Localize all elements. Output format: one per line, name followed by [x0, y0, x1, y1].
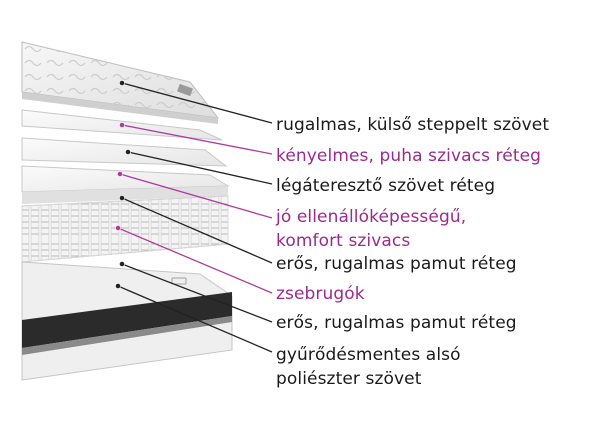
- breathable-fabric-layer: [21, 137, 228, 167]
- leader-dot-6: [115, 225, 121, 231]
- leader-dot-5: [119, 195, 125, 201]
- layer-label-5: erős, rugalmas pamut réteg: [276, 254, 517, 274]
- layer-label-1: rugalmas, külső steppelt szövet: [276, 115, 550, 135]
- layer-label-6: zsebrugók: [276, 284, 365, 304]
- layer-label-2: kényelmes, puha szivacs réteg: [276, 146, 542, 166]
- leader-line-5: [121, 197, 273, 264]
- layer-label-4-line-2: komfort szivacs: [276, 231, 411, 251]
- leader-line-1: [121, 82, 273, 124]
- leader-dot-7: [119, 261, 125, 267]
- quilted-cover-layer: [21, 41, 220, 124]
- leader-dot-2: [119, 122, 125, 128]
- leader-line-8: [117, 285, 273, 353]
- leader-line-6: [117, 227, 273, 294]
- layer-label-7: erős, rugalmas pamut réteg: [276, 313, 517, 333]
- leader-dot-4: [117, 171, 123, 177]
- layer-label-3: légáteresztő szövet réteg: [276, 176, 496, 196]
- leader-dot-1: [119, 80, 125, 86]
- leader-dot-8: [115, 283, 121, 289]
- leader-dot-3: [125, 149, 131, 155]
- layer-label-8-line-1: gyűrődésmentes alsó: [276, 345, 461, 365]
- leader-line-7: [121, 263, 273, 323]
- leader-line-4: [119, 173, 273, 219]
- layer-label-4-line-1: jó ellenállóképességű,: [276, 207, 467, 227]
- base-cover-layer: [21, 261, 233, 381]
- pocket-springs-layer: [21, 195, 229, 263]
- layer-label-8-line-2: poliészter szövet: [276, 369, 422, 389]
- leader-line-3: [127, 151, 273, 185]
- leader-line-2: [121, 124, 273, 155]
